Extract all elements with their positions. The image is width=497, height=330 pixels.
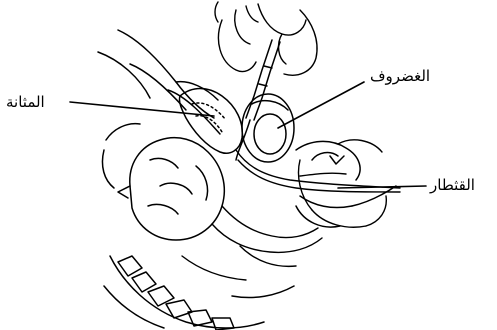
leader-cartilage: [278, 82, 364, 128]
body-wall: [98, 30, 220, 134]
label-catheter: القثطار: [430, 176, 475, 194]
hand-right: [299, 140, 387, 227]
rectum: [182, 206, 322, 280]
label-cartilage: الغضروف: [370, 67, 430, 85]
catheter-tube: [236, 40, 280, 160]
label-bladder: المثانة: [6, 93, 45, 111]
hand-illustration: [215, 2, 317, 75]
intestines: [102, 124, 224, 240]
leader-lines: [70, 82, 426, 188]
leader-catheter: [338, 186, 426, 188]
urethra-path: [236, 150, 400, 192]
pubic-cartilage: [242, 94, 294, 162]
external-genitalia: [296, 141, 396, 227]
